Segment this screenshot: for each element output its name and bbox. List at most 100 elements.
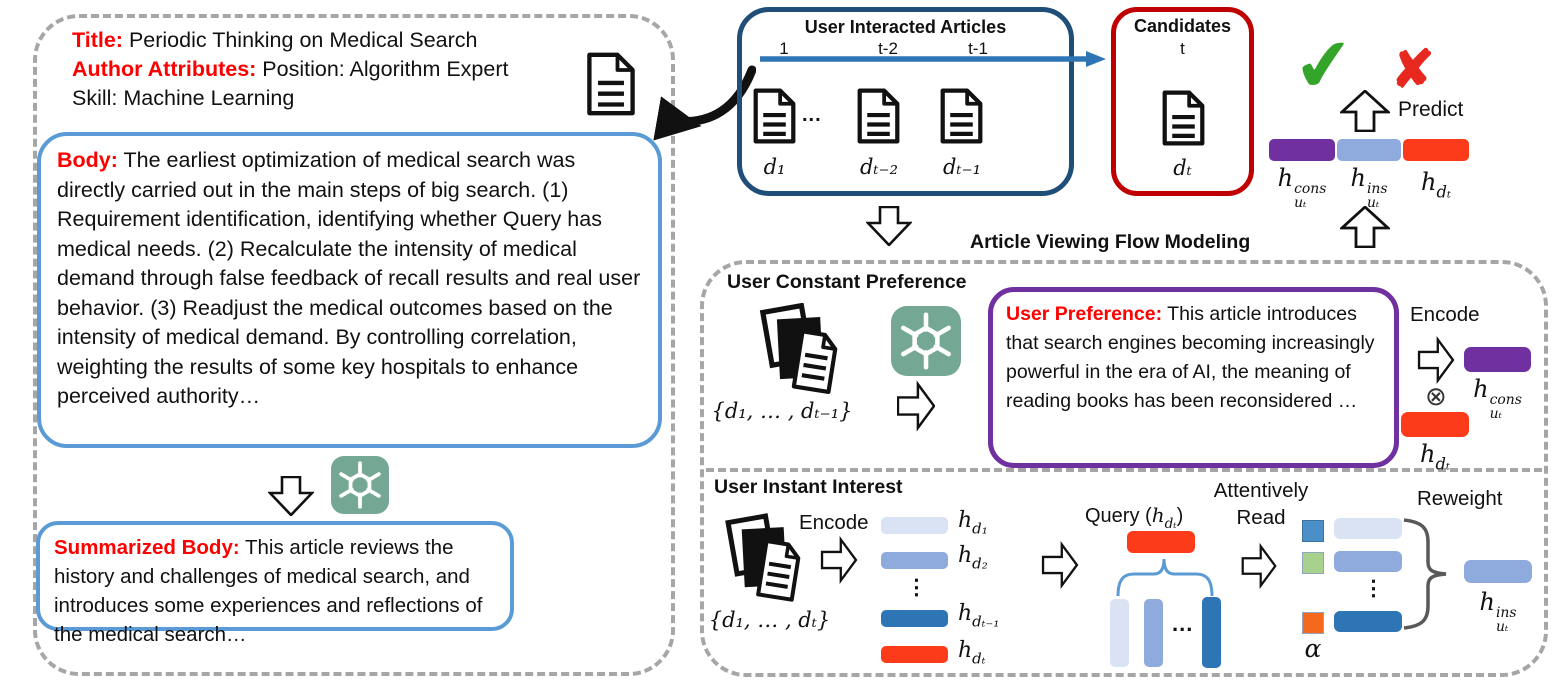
query-label: Query (hdₜ) <box>1085 503 1184 533</box>
llm-gpt-icon <box>331 456 389 514</box>
encoded-bar-d1 <box>881 517 948 534</box>
article-viewing-flow-panel <box>700 260 1548 677</box>
body-label: Body: <box>57 148 118 172</box>
constant-preference-title: User Constant Preference <box>727 271 967 293</box>
docs-ellipsis: ... <box>802 104 822 126</box>
h-dt1-label: hdₜ₋₁ <box>958 601 1000 631</box>
llm-gpt-icon <box>891 306 961 376</box>
horizontal-dots: ... <box>1172 611 1194 636</box>
h-dt-bar <box>1401 412 1469 437</box>
doc-label-dt1: dₜ₋₁ <box>942 155 982 179</box>
down-arrow-icon <box>866 206 912 246</box>
swoosh-arrow <box>653 65 756 141</box>
instant-interest-title: User Instant Interest <box>714 476 903 498</box>
user-preference-text: This article introduces that search engi… <box>1006 303 1375 412</box>
alpha-square-blue <box>1302 520 1324 542</box>
h-cons-bar <box>1269 139 1335 161</box>
brace-icon <box>1116 558 1214 597</box>
summarized-body-label: Summarized Body: <box>54 536 240 559</box>
up-arrow-icon <box>1340 206 1390 248</box>
up-arrow-icon <box>1340 90 1390 132</box>
document-icon <box>857 88 900 144</box>
author-value: Position: Algorithm Expert <box>256 57 509 81</box>
right-arrow-icon <box>897 380 935 432</box>
otimes-operator: ⊗ <box>1425 381 1447 411</box>
h-d2-label: hd₂ <box>958 543 988 573</box>
user-preference-box: User Preference: This article introduces… <box>988 287 1399 468</box>
h-dt-label: hdₜ <box>1420 440 1450 474</box>
title-label: Title: <box>72 28 123 52</box>
memory-bar-3 <box>1202 597 1221 668</box>
reweight-bar-1 <box>1334 518 1402 539</box>
memory-bar-2 <box>1144 599 1163 667</box>
encoded-bar-dt <box>881 646 948 663</box>
encoded-bar-dt1 <box>881 610 948 627</box>
encode-label: Encode <box>1410 303 1480 326</box>
summarized-body-box: Summarized Body: This article reviews th… <box>36 521 514 646</box>
reweight-bar-3 <box>1334 611 1402 632</box>
document-icon <box>587 52 635 116</box>
reweight-label: Reweight <box>1417 487 1503 510</box>
document-icon <box>940 88 983 144</box>
h-dt-bar <box>1403 139 1469 161</box>
document-icon <box>753 88 796 144</box>
timeline-arrow <box>760 51 1106 67</box>
document-icon <box>1162 90 1205 146</box>
doc-label-dt2: dₜ₋₂ <box>859 155 899 179</box>
alpha-label: α <box>1304 634 1322 663</box>
documents-stack-icon <box>725 513 801 602</box>
alpha-square-orange <box>1302 612 1324 634</box>
h-d1-label: hd₁ <box>958 508 988 538</box>
vertical-dots: ⋮ <box>906 576 927 599</box>
body-box: Body: The earliest optimization of medic… <box>37 132 662 448</box>
h-cons-bar <box>1464 347 1531 372</box>
article-meta: Title: Periodic Thinking on Medical Sear… <box>72 26 617 113</box>
user-interacted-articles-box: User Interacted Articles 1 t-2 t-1 ... d… <box>737 7 1074 196</box>
panel-divider <box>706 468 1542 472</box>
right-arrow-icon <box>1241 542 1277 590</box>
summarized-body-text: This article reviews the history and cha… <box>54 536 483 646</box>
reweight-bar-2 <box>1334 551 1402 572</box>
article-detail-panel <box>33 14 675 676</box>
user-preference-label: User Preference: <box>1006 303 1163 325</box>
right-arrow-icon <box>820 535 858 585</box>
down-arrow-icon <box>268 476 314 516</box>
documents-stack-icon <box>759 303 838 394</box>
encoded-bar-d2 <box>881 552 948 569</box>
right-arrow-icon <box>1041 540 1079 590</box>
timeline-tick-t: t <box>1180 39 1185 58</box>
memory-bar-1 <box>1110 599 1129 667</box>
candidates-title: Candidates <box>1133 16 1232 36</box>
timeline-tick-3: t-1 <box>968 39 988 58</box>
vertical-dots: ⋮ <box>1363 577 1384 600</box>
doc-label-dt: dₜ <box>1173 156 1192 180</box>
attentively-read-label: Attentively Read <box>1213 479 1309 529</box>
body-text: The earliest optimization of medical sea… <box>57 148 641 408</box>
doc-label-d1: d₁ <box>763 155 786 179</box>
h-ins-bar <box>1337 139 1401 161</box>
query-bar <box>1127 531 1195 553</box>
timeline-tick-2: t-2 <box>878 39 898 58</box>
encode-label: Encode <box>799 511 869 534</box>
h-ins-bar <box>1464 560 1532 583</box>
instant-docs-set-label: {d₁, … , dₜ} <box>708 608 831 632</box>
timeline-tick-1: 1 <box>779 39 789 58</box>
article-title-line: Title: Periodic Thinking on Medical Sear… <box>72 26 617 55</box>
candidates-box: Candidates t dₜ <box>1111 7 1254 196</box>
predict-label: Predict <box>1398 98 1464 121</box>
h-dt-label: hdₜ <box>958 638 986 668</box>
cross-icon: ✘ <box>1391 41 1435 99</box>
constant-docs-set-label: {d₁, … , dₜ₋₁} <box>711 399 853 423</box>
author-label: Author Attributes: <box>72 57 257 81</box>
curly-brace-icon <box>1403 518 1447 630</box>
interacted-title: User Interacted Articles <box>804 17 1007 37</box>
article-author-line: Author Attributes: Position: Algorithm E… <box>72 55 617 84</box>
article-skill-line: Skill: Machine Learning <box>72 86 295 110</box>
alpha-square-green <box>1302 552 1324 574</box>
h-dt-label: hdₜ <box>1421 168 1451 202</box>
